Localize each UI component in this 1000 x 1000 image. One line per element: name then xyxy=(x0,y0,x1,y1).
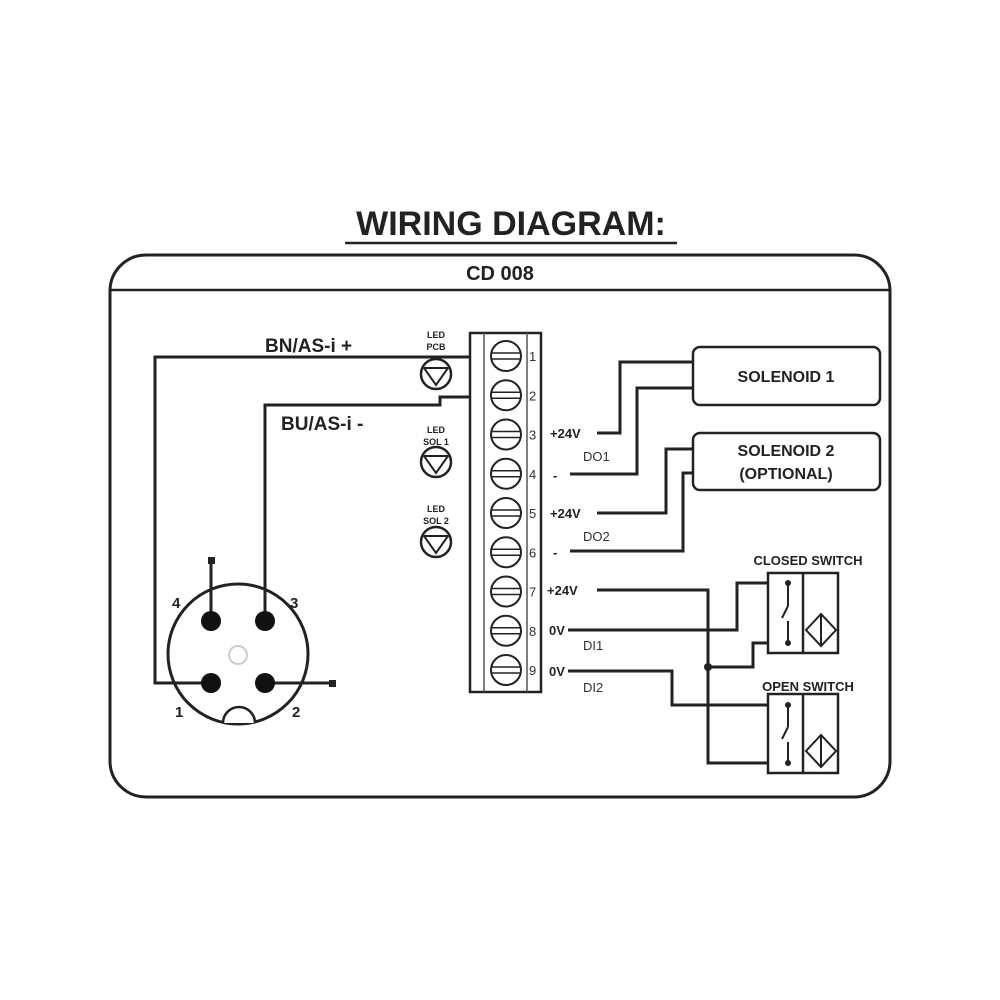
led-icon xyxy=(422,367,450,387)
label-t9: 0V xyxy=(549,664,565,679)
device-name: CD 008 xyxy=(466,263,534,285)
terminal-block: 1 2 3 4 5 6 7 8 9 xyxy=(468,331,543,694)
solenoid-1-box xyxy=(691,345,882,407)
connector-center xyxy=(228,645,248,665)
terminal-5: 5 xyxy=(490,497,536,529)
screw-icon xyxy=(490,457,522,490)
wire-t3 xyxy=(597,360,693,435)
led-pcb: LED PCB xyxy=(419,330,453,391)
terminal-number: 4 xyxy=(529,467,536,482)
svg-text:LED: LED xyxy=(427,504,446,514)
led-sol1: LED SOL 1 xyxy=(419,425,453,479)
wire-t8 xyxy=(568,581,788,632)
screw-icon xyxy=(490,536,522,569)
terminal-1: 1 xyxy=(490,340,536,372)
solenoid-1-label: SOLENOID 1 xyxy=(738,369,835,386)
connector-keyway xyxy=(221,705,257,724)
device-frame xyxy=(108,253,892,799)
label-t4: - xyxy=(553,468,557,483)
svg-text:SOL 1: SOL 1 xyxy=(423,437,449,447)
m12-connector: 4 3 1 2 xyxy=(166,582,310,726)
screw-icon xyxy=(490,340,522,372)
led-icon xyxy=(422,455,450,475)
screw-icon xyxy=(490,575,522,608)
pin-label-1: 1 xyxy=(175,704,183,721)
terminal-number: 8 xyxy=(529,624,536,639)
open-switch-label: OPEN SWITCH xyxy=(762,679,854,694)
terminal-number: 7 xyxy=(529,585,536,600)
label-di2: DI2 xyxy=(583,680,603,695)
terminal-2: 2 xyxy=(490,379,536,412)
terminal-8: 8 xyxy=(490,614,536,647)
terminal-3: 3 xyxy=(490,418,536,451)
pin-2 xyxy=(255,673,275,693)
terminal-4: 4 xyxy=(490,457,536,490)
label-t3: +24V xyxy=(550,426,581,441)
wire-label-bn: BN/AS-i + xyxy=(265,336,352,357)
wire-t9 xyxy=(568,669,788,707)
label-do1: DO1 xyxy=(583,449,610,464)
pin-label-4: 4 xyxy=(172,595,181,612)
svg-text:SOL 2: SOL 2 xyxy=(423,516,449,526)
terminal-9: 9 xyxy=(490,654,536,686)
screw-icon xyxy=(490,379,522,412)
terminal-7: 7 xyxy=(490,575,536,608)
led-sol2: LED SOL 2 xyxy=(419,504,453,559)
wire-bn xyxy=(153,355,470,685)
junction-dot xyxy=(704,663,712,671)
svg-text:LED: LED xyxy=(427,330,446,340)
label-do2: DO2 xyxy=(583,529,610,544)
label-di1: DI1 xyxy=(583,638,603,653)
pin-4 xyxy=(201,611,221,631)
svg-text:LED: LED xyxy=(427,425,446,435)
terminal-number: 6 xyxy=(529,545,536,560)
wire-t5 xyxy=(597,447,693,515)
label-t6: - xyxy=(553,545,557,560)
label-t8: 0V xyxy=(549,623,565,638)
terminal-number: 1 xyxy=(529,349,536,364)
solenoid-2-label: SOLENOID 2 xyxy=(738,443,835,460)
solenoid-2-optional: (OPTIONAL) xyxy=(739,466,832,483)
diagram-title: WIRING DIAGRAM: xyxy=(356,205,666,243)
pin-label-3: 3 xyxy=(290,595,298,612)
sensor-icon xyxy=(804,612,838,648)
wire-t7 xyxy=(597,588,788,765)
sensor-icon xyxy=(804,733,838,769)
wire-t6 xyxy=(570,471,693,553)
open-switch xyxy=(766,692,840,775)
terminal-number: 2 xyxy=(529,388,536,403)
pin-3 xyxy=(255,611,275,631)
wire-t4 xyxy=(570,386,693,476)
solenoid-2-box xyxy=(691,431,882,492)
pin4-terminal xyxy=(208,557,215,564)
svg-text:PCB: PCB xyxy=(426,342,446,352)
screw-icon xyxy=(490,614,522,647)
screw-icon xyxy=(490,654,522,686)
wire-label-bu: BU/AS-i - xyxy=(281,414,363,435)
label-t7: +24V xyxy=(547,583,578,598)
pin-label-2: 2 xyxy=(292,704,300,721)
closed-switch xyxy=(766,571,840,655)
wires xyxy=(153,355,788,765)
pin2-terminal xyxy=(329,680,336,687)
wire-bu xyxy=(263,395,470,621)
terminal-number: 5 xyxy=(529,506,536,521)
label-t5: +24V xyxy=(550,506,581,521)
screw-icon xyxy=(490,418,522,451)
screw-icon xyxy=(490,497,522,529)
terminal-number: 3 xyxy=(529,428,536,443)
terminal-number: 9 xyxy=(529,663,536,678)
terminal-6: 6 xyxy=(490,536,536,569)
pin-1 xyxy=(201,673,221,693)
closed-switch-label: CLOSED SWITCH xyxy=(753,553,862,568)
led-icon xyxy=(422,535,450,555)
